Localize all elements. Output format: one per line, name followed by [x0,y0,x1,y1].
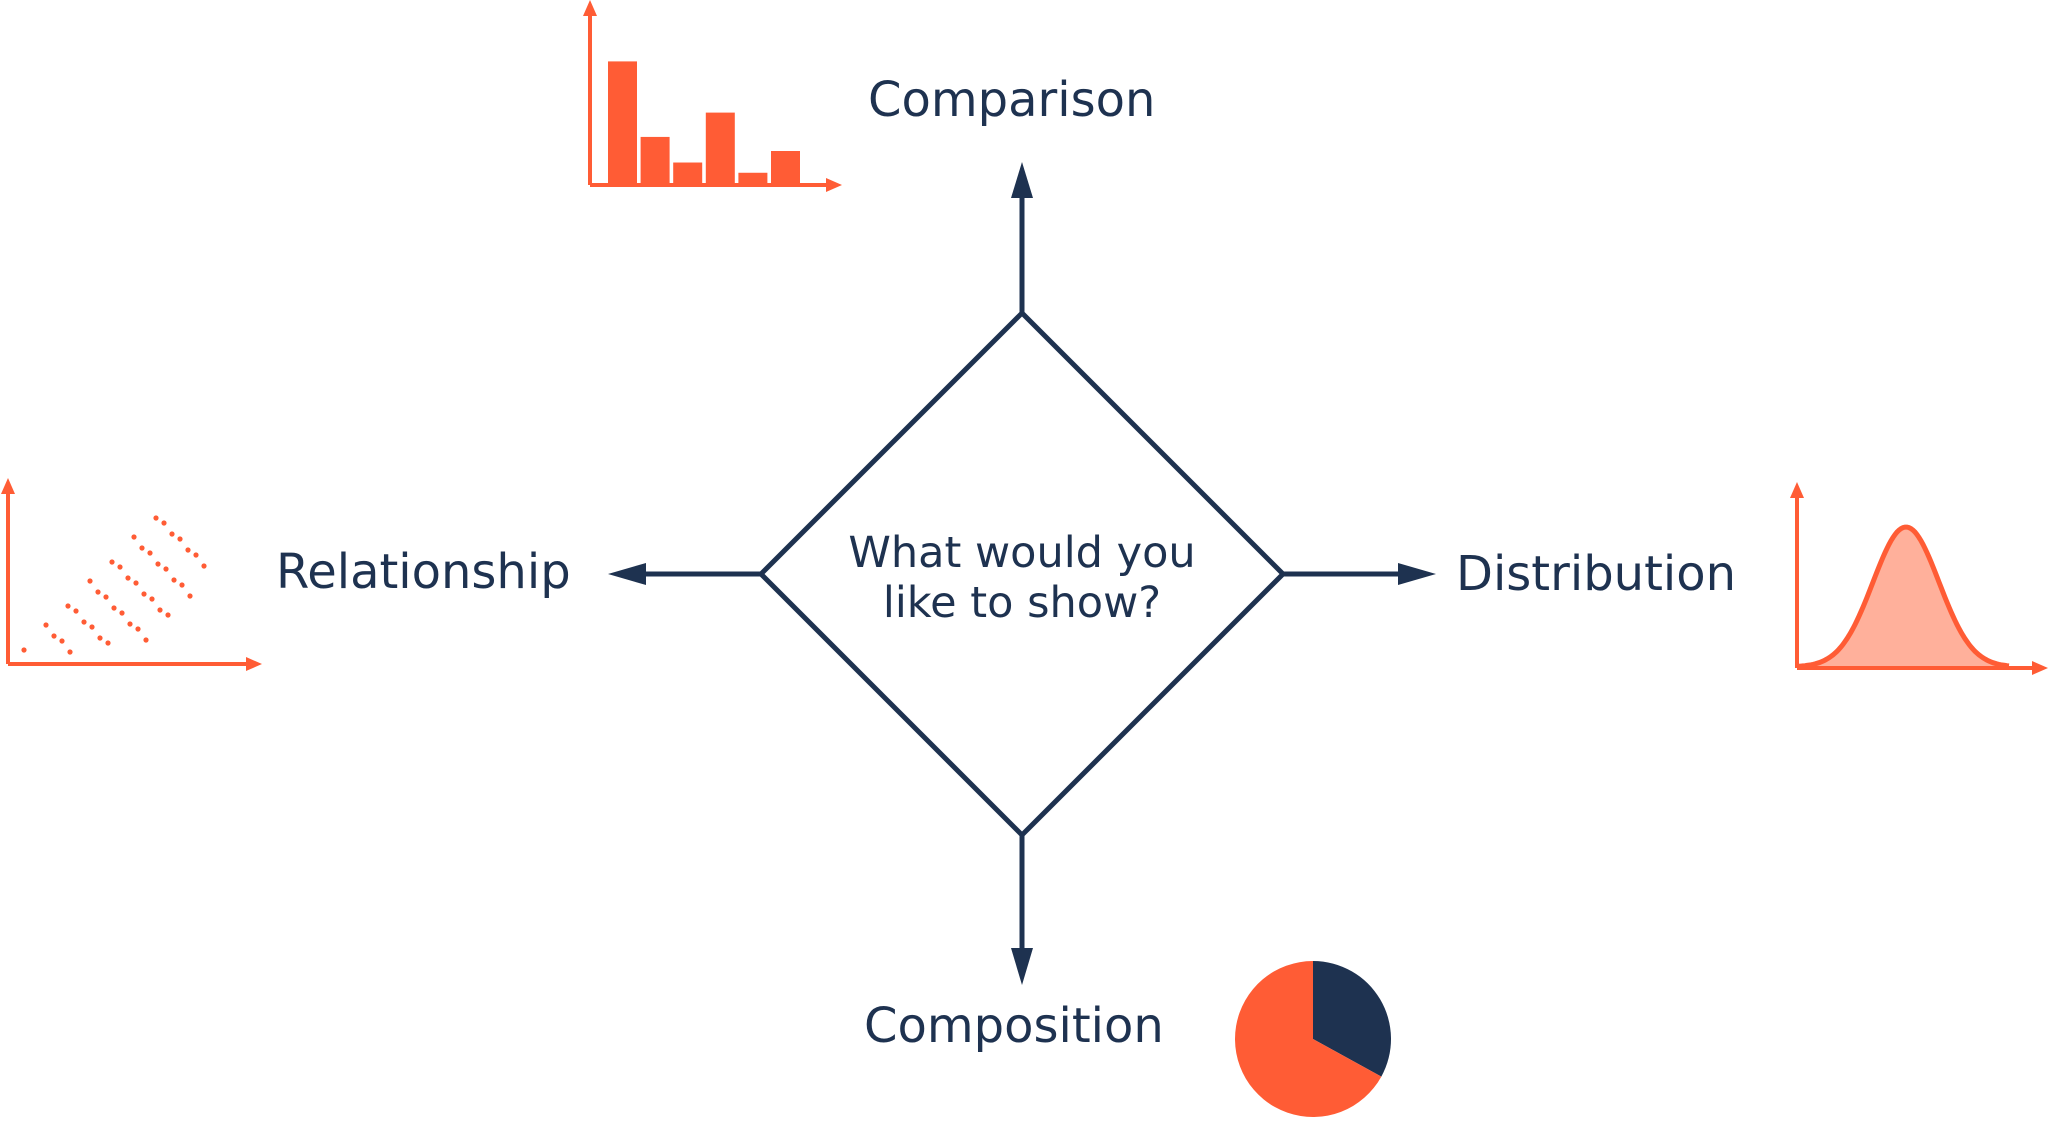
scatter-dot [147,550,153,556]
distribution-label: Distribution [1456,546,1737,602]
scatter-dot [201,563,207,569]
scatter-dot [133,580,139,586]
scatter-dot [141,591,147,597]
bell-curve-icon [1790,482,2048,675]
scatter-dot [165,612,171,618]
bar-chart-icon [583,0,842,192]
scatter-dot [171,577,177,583]
scatter-dot [119,610,125,616]
bar-icon-bar [608,61,637,183]
question-line-2: like to show? [882,578,1162,628]
bell-curve-line [1796,524,2010,669]
question-line-1: What would you [848,528,1196,578]
scatter-dot [111,605,117,611]
scatter-dot [109,559,115,565]
scatter-dot [127,621,133,627]
scatter-plot-icon [1,478,262,671]
scatter-dot [59,638,65,644]
comparison-label: Comparison [868,72,1156,128]
scatter-dot [139,545,145,551]
relationship-label: Relationship [276,544,571,600]
arrow-right-head [1398,563,1436,585]
scatter-dot [43,622,49,628]
bar-icon-bar [771,151,800,183]
arrow-down-head [1011,948,1033,985]
scatter-dot [131,534,137,540]
decision-question: What would you like to show? [822,528,1222,628]
scatter-dot [125,575,131,581]
scatter-dot [187,593,193,599]
scatter-dot [21,647,27,653]
composition-label: Composition [864,998,1164,1054]
scatter-dot [155,561,161,567]
pie-slice [1235,961,1382,1117]
bar-icon-bar [673,162,703,183]
scatter-dot [81,619,87,625]
scatter-dot [95,589,101,595]
bar-icon-bar [738,172,768,183]
arrow-up-head [1011,162,1033,198]
scatter-dot [153,515,159,521]
scatter-dot [149,596,155,602]
scatter-dot [177,536,183,542]
bar-chart-bars [608,61,800,183]
scatter-dot [135,626,141,632]
scatter-dot [51,633,57,639]
scatter-dots [21,515,207,655]
scatter-dot [193,552,199,558]
scatter-dot [105,640,111,646]
scatter-dot [117,564,123,570]
scatter-dot [87,578,93,584]
scatter-dot [163,566,169,572]
bar-icon-bar [705,112,735,183]
scatter-dot [67,649,73,655]
scatter-dot [143,637,149,643]
scatter-dot [179,582,185,588]
pie-slice [1313,961,1391,1077]
arrow-left-head [608,563,646,585]
scatter-dot [161,520,167,526]
scatter-dot [169,531,175,537]
scatter-dot [103,594,109,600]
scatter-dot [185,547,191,553]
bar-icon-bar [640,136,670,183]
bell-curve-area [1797,527,2010,667]
scatter-dot [97,635,103,641]
scatter-dot [157,607,163,613]
pie-chart-icon [1235,961,1391,1117]
scatter-dot [73,608,79,614]
scatter-dot [89,624,95,630]
scatter-dot [65,603,71,609]
